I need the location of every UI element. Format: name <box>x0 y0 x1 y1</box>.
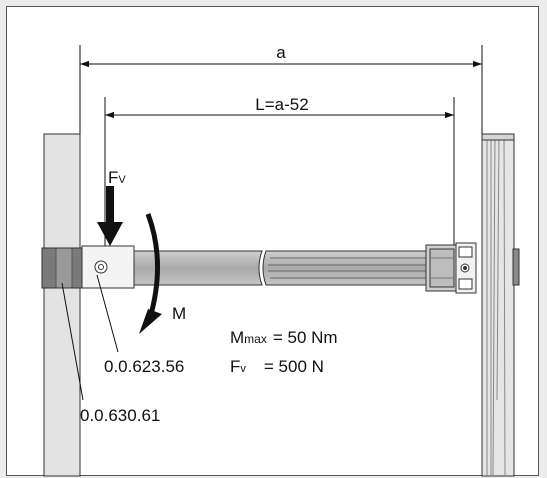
force-label: FV <box>108 168 126 187</box>
right-post <box>481 133 515 477</box>
leader-part-b <box>61 282 84 401</box>
dimension-l-label: L=a-52 <box>255 95 308 114</box>
left-post <box>43 133 81 477</box>
right-end-fitting <box>425 242 520 294</box>
dimension-a-label: a <box>276 43 286 62</box>
left-clamp-block <box>41 247 83 289</box>
bar-profile-grooves <box>268 257 428 279</box>
spec-fv: Fv= 500 N <box>230 357 324 376</box>
leader-part-a <box>96 274 119 353</box>
part-a-label: 0.0.623.56 <box>104 357 184 376</box>
connector-housing <box>81 245 135 289</box>
dimension-a <box>79 45 483 134</box>
bar-left-section <box>132 250 263 286</box>
force-arrow <box>97 186 123 246</box>
spec-mmax: Mmax= 50 Nm <box>230 328 338 347</box>
bar-right-section <box>262 250 429 286</box>
diagram-frame <box>6 6 539 476</box>
moment-arrow <box>139 213 162 334</box>
moment-label: M <box>172 304 186 323</box>
part-b-label: 0.0.630.61 <box>80 406 160 425</box>
dimension-l <box>104 97 455 252</box>
